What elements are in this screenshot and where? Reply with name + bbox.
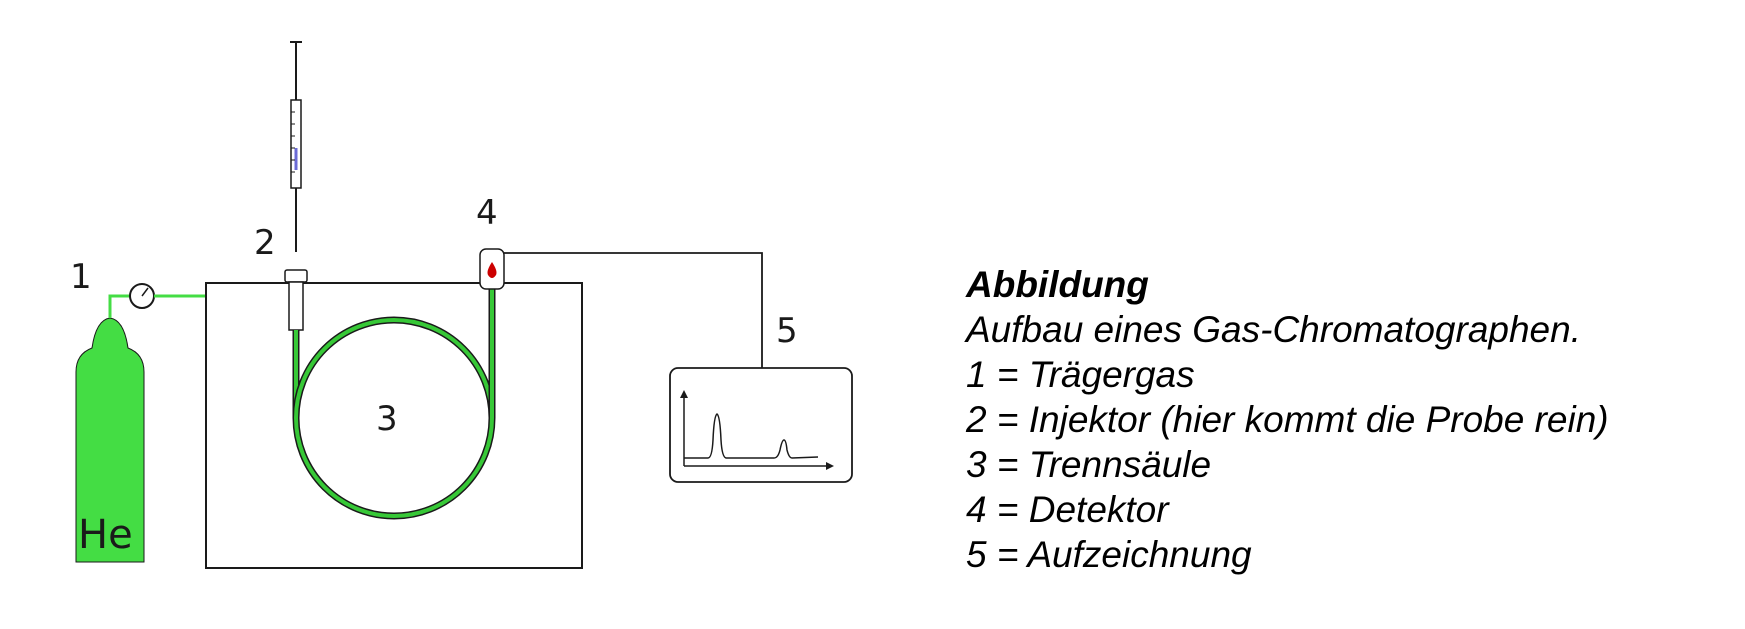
caption-item-2: 2 = Injektor (hier kommt die Probe rein): [966, 399, 1609, 440]
caption-title: Abbildung: [966, 264, 1149, 305]
label-2: 2: [254, 223, 276, 263]
separation-column: [292, 288, 496, 520]
label-4: 4: [476, 193, 498, 233]
injector-icon: [284, 269, 308, 331]
figure-caption: Abbildung Aufbau eines Gas-Chromatograph…: [966, 262, 1609, 577]
label-3: 3: [376, 399, 398, 439]
caption-item-4: 4 = Detektor: [966, 489, 1169, 530]
caption-item-3: 3 = Trennsäule: [966, 444, 1212, 485]
caption-subtitle: Aufbau eines Gas-Chromatographen.: [966, 309, 1581, 350]
gas-cylinder: He: [75, 317, 145, 563]
carrier-gas-line: [108, 294, 130, 318]
label-1: 1: [70, 257, 92, 297]
gas-label: He: [78, 512, 133, 558]
detector-icon: [479, 248, 505, 290]
oven-box: [205, 282, 583, 569]
caption-item-1: 1 = Trägergas: [966, 354, 1195, 395]
pressure-gauge-icon: [129, 283, 155, 309]
syringe-icon: [290, 41, 302, 252]
caption-item-5: 5 = Aufzeichnung: [966, 534, 1252, 575]
signal-line: [504, 252, 763, 368]
label-5: 5: [776, 311, 798, 351]
recorder-icon: [669, 367, 853, 483]
